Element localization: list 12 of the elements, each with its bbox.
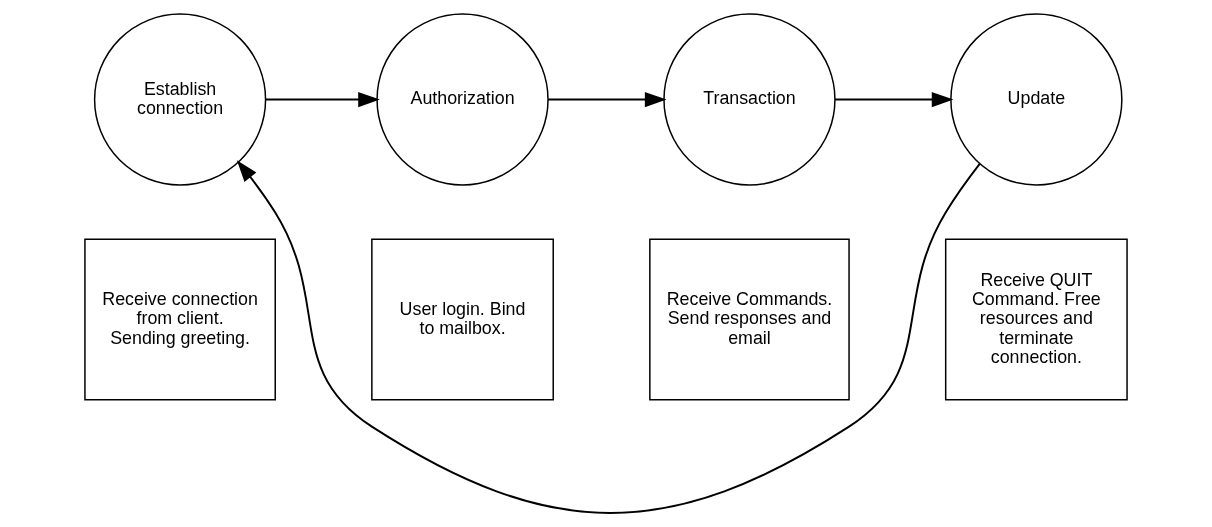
- node-box: User login. Bind to mailbox.: [371, 238, 554, 401]
- node-circle: Transaction: [663, 13, 836, 186]
- arrow: [264, 91, 380, 108]
- node-circle: Authorization: [376, 13, 549, 186]
- node-box: Receive QUIT Command. Free resources and terminate connection.: [944, 238, 1128, 401]
- node-box: Receive connection from client. Sending greeting.: [84, 238, 276, 401]
- node-box: Receive Commands. Send responses and email: [649, 238, 850, 401]
- node-circle: Establish connection: [93, 13, 267, 186]
- node-circle: Update: [950, 13, 1123, 186]
- arrow: [834, 91, 954, 108]
- arrow: [236, 160, 981, 514]
- arrow: [547, 91, 667, 108]
